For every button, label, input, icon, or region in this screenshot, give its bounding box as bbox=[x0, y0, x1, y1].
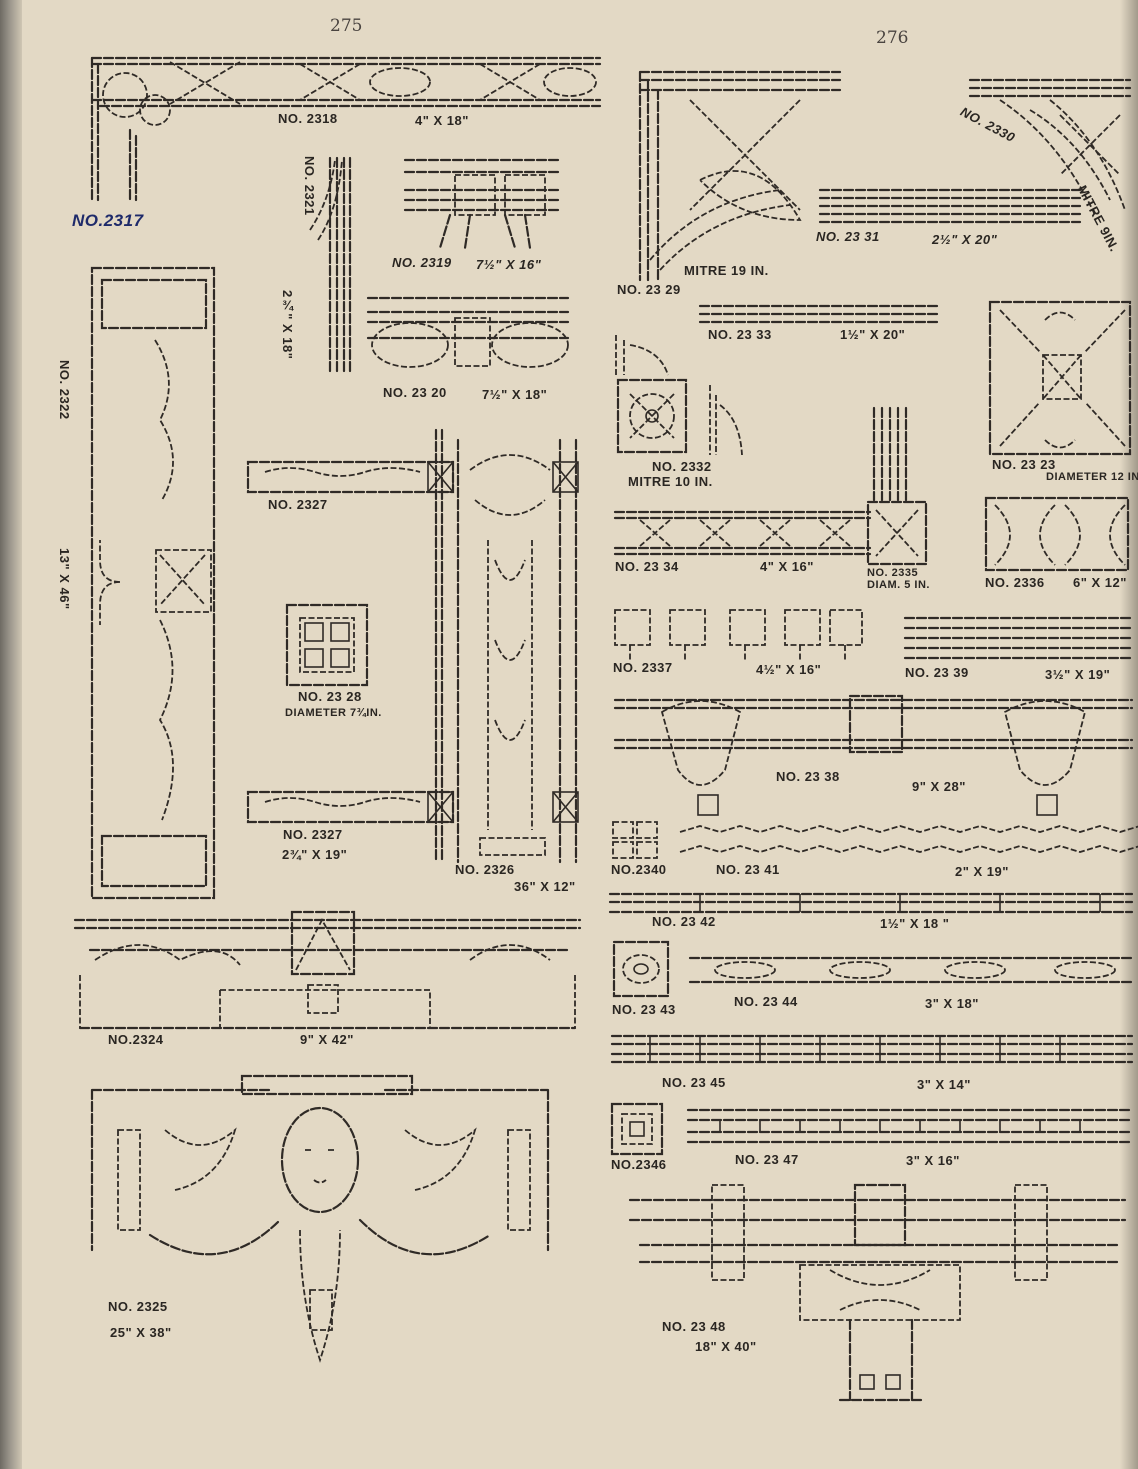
label-2327-number-top: NO. 2327 bbox=[268, 497, 328, 512]
label-2318-number: NO. 2318 bbox=[278, 111, 338, 126]
stencil-2329 bbox=[638, 70, 842, 282]
label-2344-number: NO. 23 44 bbox=[734, 994, 798, 1009]
label-2337-number: NO. 2337 bbox=[613, 660, 673, 675]
stencil-2340 bbox=[612, 821, 658, 859]
stencil-2321 bbox=[309, 156, 352, 374]
stencil-2347 bbox=[686, 1108, 1134, 1144]
stencil-2333 bbox=[698, 304, 942, 324]
page-edge-shadow bbox=[1120, 0, 1138, 1469]
label-2321-number: NO. 2321 bbox=[302, 156, 317, 216]
label-2326-number: NO. 2326 bbox=[455, 862, 515, 877]
label-2347-size: 3" X 16" bbox=[906, 1153, 960, 1168]
label-2348-size: 18" X 40" bbox=[695, 1339, 757, 1354]
label-2328-number: NO. 23 28 bbox=[298, 689, 362, 704]
label-2328-size: DIAMETER 7¾IN. bbox=[285, 707, 382, 719]
stencil-2334 bbox=[613, 510, 872, 556]
label-2333-size: 1½" X 20" bbox=[840, 327, 906, 342]
label-2329-size: MITRE 19 IN. bbox=[684, 263, 769, 278]
label-2321-size: 2¾" X 18" bbox=[280, 290, 295, 360]
label-2322-size: 13" X 46" bbox=[57, 548, 72, 610]
stencil-2345 bbox=[610, 1034, 1134, 1064]
stencil-2319 bbox=[403, 158, 562, 250]
label-2331-number: NO. 23 31 bbox=[816, 229, 880, 244]
label-2340-number: NO.2340 bbox=[611, 862, 667, 877]
label-2323-size: DIAMETER 12 IN. bbox=[1046, 471, 1138, 483]
label-2338-size: 9" X 28" bbox=[912, 779, 966, 794]
label-2326-size: 36" X 12" bbox=[514, 879, 576, 894]
label-2317: NO.2317 bbox=[72, 211, 144, 230]
label-2332-size: MITRE 10 IN. bbox=[628, 474, 713, 489]
stencil-2338 bbox=[613, 694, 1134, 816]
label-2320-size: 7½" X 18" bbox=[482, 387, 548, 402]
stencil-2331 bbox=[818, 188, 1082, 224]
stencil-2335 bbox=[866, 406, 928, 566]
page-number-left: 275 bbox=[330, 16, 363, 36]
label-2345-size: 3" X 14" bbox=[917, 1077, 971, 1092]
label-2324-number: NO.2324 bbox=[108, 1032, 164, 1047]
label-2332-number: NO. 2332 bbox=[652, 459, 712, 474]
stencil-2322 bbox=[90, 266, 216, 900]
label-2347-number: NO. 23 47 bbox=[735, 1152, 799, 1167]
stencil-2323 bbox=[988, 300, 1132, 456]
stencil-2320 bbox=[366, 296, 570, 368]
stencil-2344 bbox=[688, 956, 1134, 984]
label-2343-number: NO. 23 43 bbox=[612, 1002, 676, 1017]
label-2325-number: NO. 2325 bbox=[108, 1299, 168, 1314]
label-2318-size: 4" X 18" bbox=[415, 113, 469, 128]
label-2342-number: NO. 23 42 bbox=[652, 914, 716, 929]
label-2322-number: NO. 2322 bbox=[57, 360, 72, 420]
label-2323-number: NO. 23 23 bbox=[992, 457, 1056, 472]
label-2342-size: 1½" X 18 " bbox=[880, 916, 950, 931]
label-2336-number: NO. 2336 bbox=[985, 575, 1045, 590]
label-2344-size: 3" X 18" bbox=[925, 996, 979, 1011]
stencil-2332 bbox=[615, 335, 743, 456]
page-number-right: 276 bbox=[876, 28, 909, 48]
stencil-2346 bbox=[610, 1102, 664, 1156]
stencil-2330 bbox=[968, 78, 1132, 216]
stencil-2324 bbox=[73, 910, 582, 1030]
label-2341-number: NO. 23 41 bbox=[716, 862, 780, 877]
label-2339-size: 3½" X 19" bbox=[1045, 667, 1111, 682]
label-2335-number: NO. 2335 bbox=[867, 567, 919, 579]
stencil-2336 bbox=[984, 496, 1130, 572]
stencil-2327 bbox=[246, 428, 455, 864]
label-2346-number: NO.2346 bbox=[611, 1157, 667, 1172]
label-2338-number: NO. 23 38 bbox=[776, 769, 840, 784]
label-2324-size: 9" X 42" bbox=[300, 1032, 354, 1047]
label-2339-number: NO. 23 39 bbox=[905, 665, 969, 680]
label-2334-size: 4" X 16" bbox=[760, 559, 814, 574]
book-spine-shadow bbox=[0, 0, 22, 1469]
label-2319-number: NO. 2319 bbox=[392, 255, 452, 270]
label-2329-number: NO. 23 29 bbox=[617, 282, 681, 297]
label-2325-size: 25" X 38" bbox=[110, 1325, 172, 1340]
label-2319-size: 7½" X 16" bbox=[476, 257, 542, 272]
stencil-2326 bbox=[456, 438, 579, 864]
stencil-2348 bbox=[628, 1183, 1127, 1402]
label-2331-size: 2½" X 20" bbox=[932, 232, 998, 247]
stencil-2318 bbox=[90, 56, 602, 202]
label-2336-size: 6" X 12" bbox=[1073, 575, 1127, 590]
label-2334-number: NO. 23 34 bbox=[615, 559, 679, 574]
label-2333-number: NO. 23 33 bbox=[708, 327, 772, 342]
label-2327-number-bottom: NO. 2327 bbox=[283, 827, 343, 842]
label-2345-number: NO. 23 45 bbox=[662, 1075, 726, 1090]
label-2337-size: 4½" X 16" bbox=[756, 662, 822, 677]
stencil-2328 bbox=[285, 603, 369, 687]
label-2327-size: 2¾" X 19" bbox=[282, 847, 348, 862]
label-2335-size: DIAM. 5 IN. bbox=[867, 579, 930, 591]
stencil-2337 bbox=[614, 609, 863, 660]
label-2320-number: NO. 23 20 bbox=[383, 385, 447, 400]
stencil-2339 bbox=[903, 616, 1134, 660]
stencil-2341 bbox=[679, 825, 1138, 853]
label-2348-number: NO. 23 48 bbox=[662, 1319, 726, 1334]
label-2341-size: 2" X 19" bbox=[955, 864, 1009, 879]
stencil-2342 bbox=[608, 892, 1134, 914]
stencil-2343 bbox=[612, 940, 670, 998]
stencil-2325 bbox=[90, 1074, 550, 1363]
